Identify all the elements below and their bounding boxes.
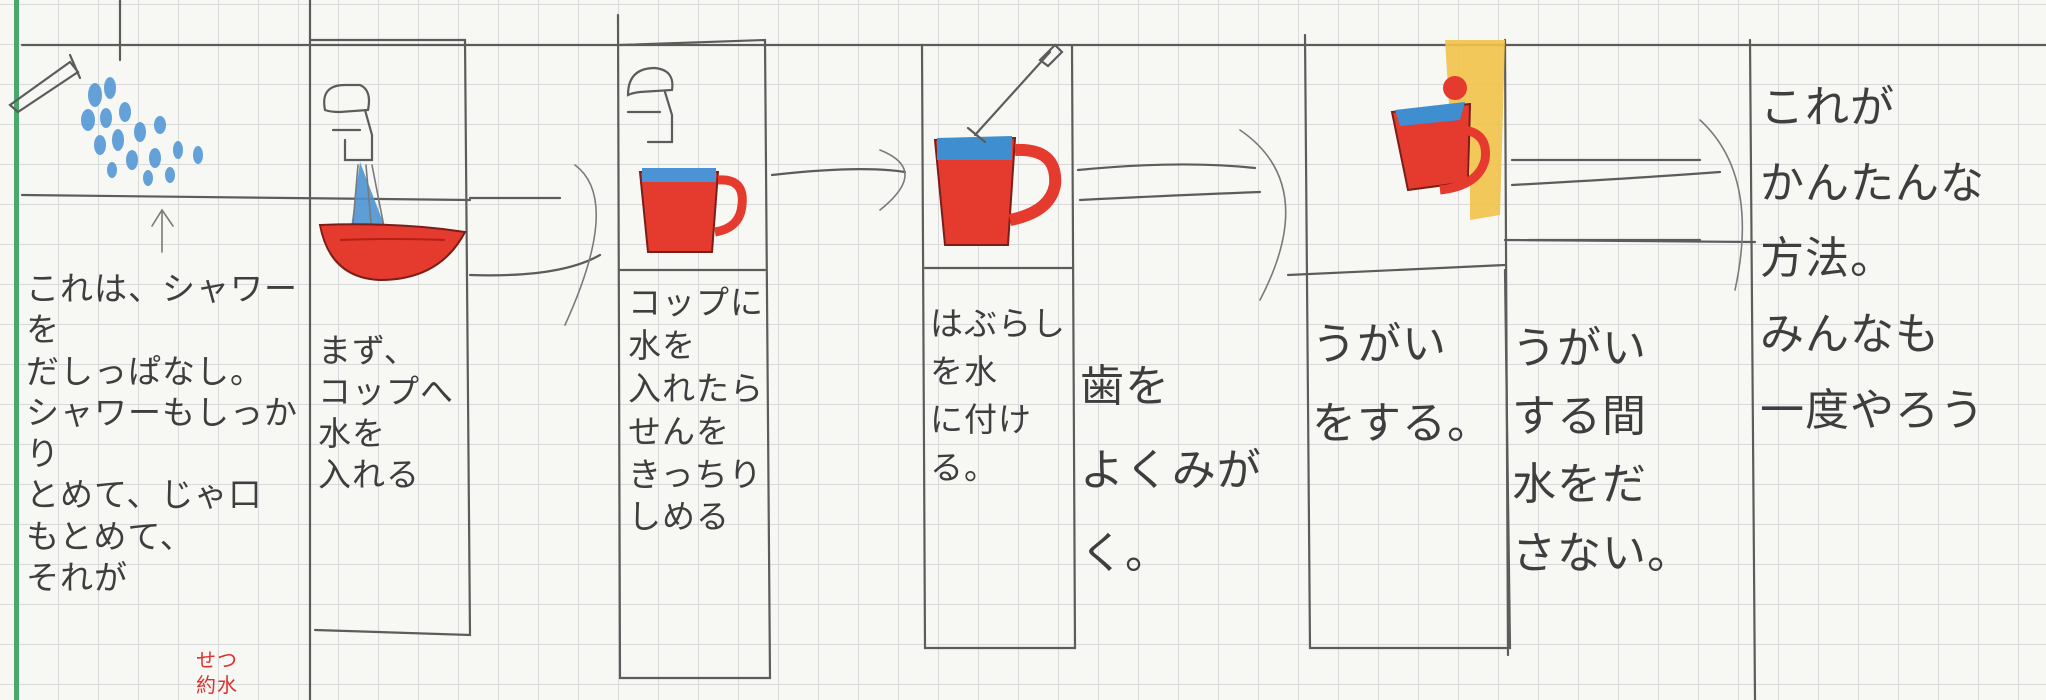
panel-8-text: これが かんたんな 方法。 みんなも 一度やろう [1760, 82, 1985, 436]
panel-frames [20, 0, 2046, 700]
panel-7-text: うがい する間 水をだ さない。 [1512, 323, 1692, 579]
cup-toothbrush-drawing [933, 43, 1064, 246]
panel-1-text: これは、シャワーを だしっぱなし。 シャワーもしっかり とめて、じゃ口 もとめて… [26, 269, 298, 597]
panel-3-text: コップに 水を 入れたら せんを きっちり しめる [628, 283, 764, 537]
notebook-margin-line [14, 0, 19, 700]
faucet-bowl-drawing [318, 83, 467, 282]
faucet-cup-drawing [626, 66, 747, 253]
person-rinsing-drawing [1390, 40, 1505, 220]
panel-5-text: 歯を よくみが く。 [1080, 361, 1262, 580]
panel-4-text: はぶらし を水 に付け る。 [930, 304, 1066, 487]
progress-arrows [468, 119, 1744, 326]
panel-2-text: まず、 コップへ 水を 入れる [318, 331, 454, 494]
panel-1-red-note: せつ 約水 [196, 648, 238, 697]
panel-6-text: うがい をする。 [1312, 319, 1492, 450]
shower-drawing [8, 53, 203, 253]
